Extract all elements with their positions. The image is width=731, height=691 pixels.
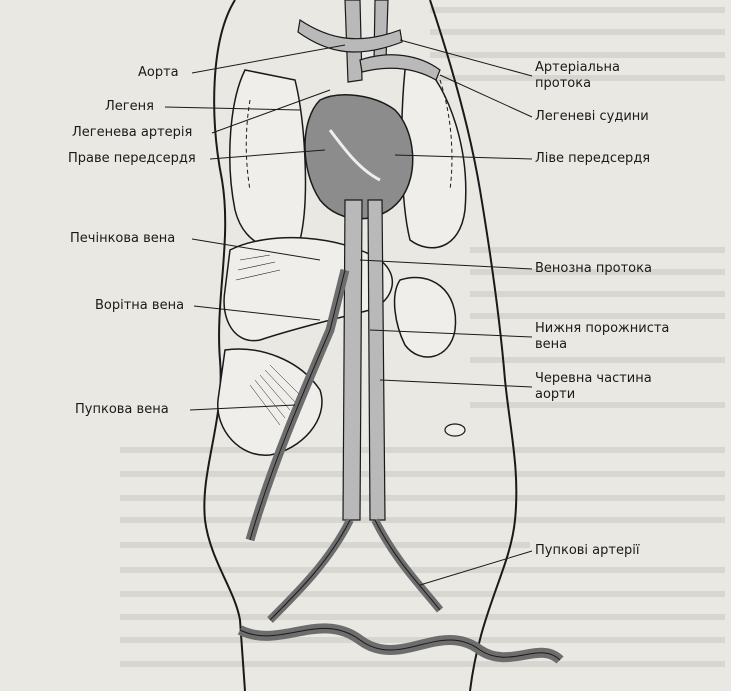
label-portal-vein: Ворітна вена bbox=[95, 298, 185, 313]
cut-vessel-end bbox=[444, 423, 466, 437]
label-ductus-venosus: Венозна протока bbox=[535, 261, 652, 276]
great-vessels bbox=[297, 0, 441, 83]
label-left-atrium: Ліве передсердя bbox=[535, 151, 651, 166]
descending-vessels bbox=[342, 199, 386, 521]
label-aorta: Аорта bbox=[138, 65, 179, 80]
label-pulmonary-artery: Легенева артерія bbox=[72, 125, 193, 140]
right-lung bbox=[229, 69, 307, 249]
liver-hatching bbox=[235, 254, 281, 281]
intestines bbox=[217, 348, 323, 456]
kidney bbox=[393, 276, 457, 358]
label-lungs: Легеня bbox=[105, 99, 154, 114]
mesentery-lines bbox=[249, 364, 301, 426]
label-ductus-arteriosus: Артеріальна протока bbox=[535, 60, 620, 91]
leader-lines bbox=[164, 39, 533, 586]
label-umbilical-vein: Пупкова вена bbox=[75, 402, 169, 417]
heart bbox=[304, 94, 414, 220]
label-pulmonary-vessels: Легеневі судини bbox=[535, 109, 649, 124]
label-umbilical-arteries: Пупкові артерії bbox=[535, 543, 640, 558]
label-inferior-vena-cava: Нижня порожниста вена bbox=[535, 321, 670, 352]
label-hepatic-vein: Печінкова вена bbox=[70, 231, 176, 246]
label-abdominal-aorta: Черевна частина аорти bbox=[535, 371, 652, 402]
label-right-atrium: Праве передсердя bbox=[68, 151, 196, 166]
body-outline bbox=[203, 0, 518, 691]
liver bbox=[223, 236, 394, 342]
